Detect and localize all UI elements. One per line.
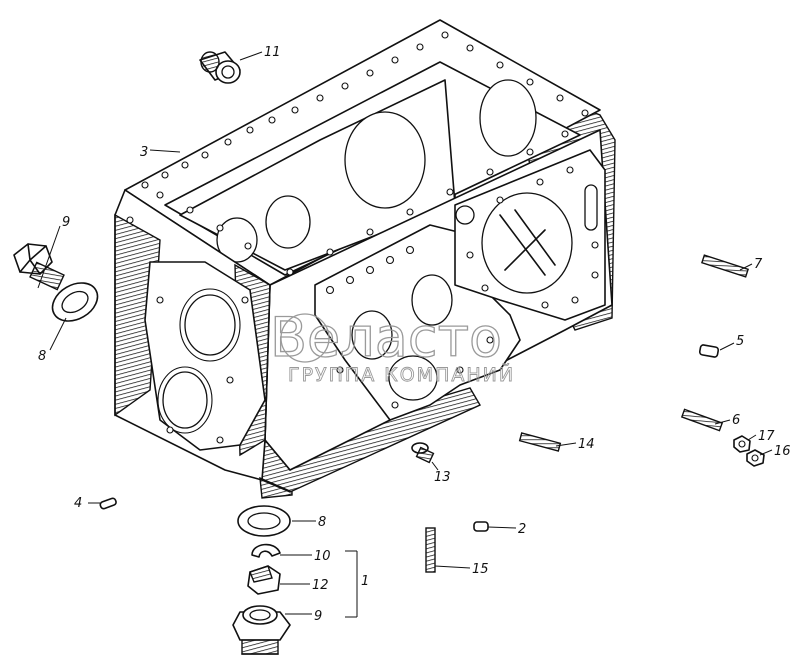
- callout-4: 4: [74, 496, 82, 511]
- watermark-brand: Веласто: [270, 306, 502, 369]
- left-upper-bore-ring: [179, 288, 241, 362]
- callout-15: 15: [472, 562, 489, 577]
- part-4-pin: [99, 497, 117, 510]
- part-8-washer-upper: [51, 282, 99, 322]
- callout-2: 2: [518, 522, 526, 537]
- front-plate-holes: [126, 166, 599, 444]
- watermark-logo-circle: [280, 313, 330, 363]
- callout-11: 11: [264, 45, 281, 60]
- callout-1: 1: [361, 574, 369, 589]
- part-11-plug: [199, 51, 241, 84]
- right-main-bore: [481, 192, 573, 294]
- part-12-block: [247, 565, 281, 595]
- right-bore-internals: [499, 209, 556, 276]
- left-lower-bore: [162, 371, 208, 429]
- part-5-pin: [698, 344, 720, 358]
- leader-lines: [37, 51, 773, 618]
- part-6-stud: [680, 408, 724, 432]
- inner-pocket-2: [265, 195, 311, 249]
- callout-12: 12: [312, 578, 329, 593]
- part-13-bolt: [411, 442, 435, 464]
- part-9-plug-lower: [232, 605, 291, 655]
- part-9-plug-upper: [13, 243, 65, 291]
- part-7-stud: [701, 254, 749, 278]
- part-10-clip: [251, 543, 281, 558]
- callout-labels: 11 3 9 8 4 8 10 12 9 1 13 14 15 2 5 6 7 …: [38, 45, 791, 624]
- part-14-stud: [518, 432, 562, 452]
- left-lower-bore-ring: [157, 366, 213, 434]
- gearbox-housing: [114, 19, 616, 499]
- callout-6: 6: [732, 413, 740, 428]
- top-flange-holes: [141, 31, 589, 276]
- left-upper-bore: [184, 294, 236, 356]
- housing-foot: [259, 476, 293, 499]
- part-17-washer: [733, 435, 751, 453]
- front-bore-left: [351, 310, 393, 360]
- part-2-pin: [473, 521, 489, 532]
- callout-8-upper: 8: [38, 349, 46, 364]
- callout-5: 5: [736, 334, 744, 349]
- callout-17: 17: [758, 429, 775, 444]
- callout-9-upper: 9: [62, 215, 70, 230]
- callout-7: 7: [754, 257, 763, 272]
- right-stud-boss: [455, 205, 475, 225]
- right-slot: [584, 184, 598, 231]
- callout-13: 13: [434, 470, 451, 485]
- callout-10: 10: [314, 549, 331, 564]
- callout-8-lower: 8: [318, 515, 326, 530]
- inner-bearing-bore: [344, 111, 426, 209]
- inner-pocket-1: [216, 217, 258, 263]
- part-8-washer-lower: [237, 505, 291, 537]
- front-bore-lower: [388, 355, 438, 401]
- housing-left-shade: [114, 213, 161, 417]
- callout-9-lower: 9: [314, 609, 322, 624]
- callout-3: 3: [140, 145, 148, 160]
- watermark-tagline: ГРУППА КОМПАНИЙ: [288, 363, 515, 386]
- callout-14: 14: [578, 437, 595, 452]
- part-15-stud: [425, 527, 436, 573]
- front-bore-right: [411, 274, 453, 326]
- part-16-nut: [746, 449, 765, 467]
- rear-bearing-bore: [479, 79, 537, 157]
- callout-16: 16: [774, 444, 791, 459]
- watermark: Веласто ГРУППА КОМПАНИЙ: [269, 305, 515, 386]
